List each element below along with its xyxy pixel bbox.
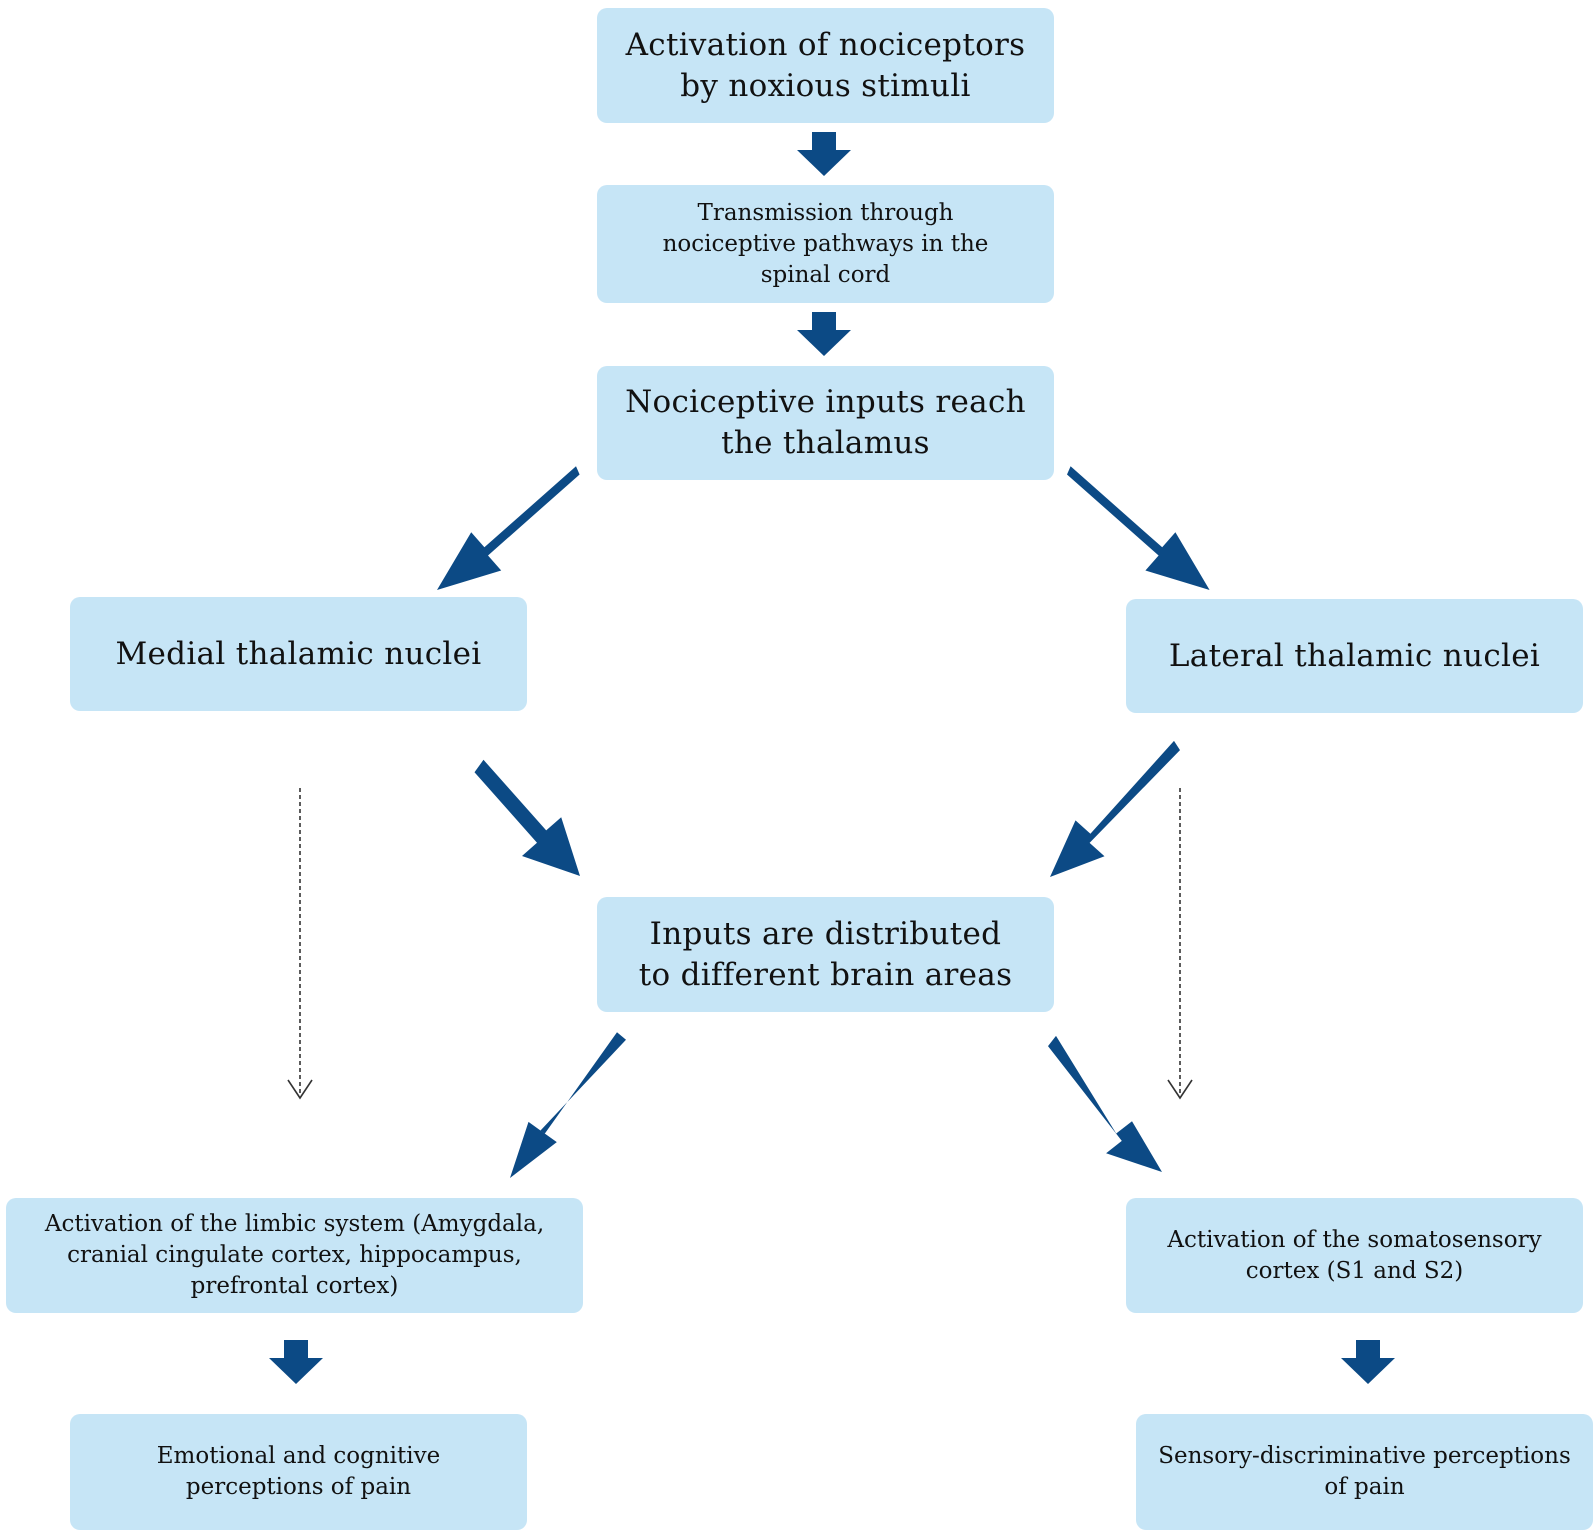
arrow-thalamus-to-medial [437, 466, 580, 590]
dashed-arrowhead-left [287, 1079, 313, 1100]
node-sensory-discriminative: Sensory-discriminative perceptions of pa… [1136, 1414, 1593, 1530]
node-spinal: Transmission through nociceptive pathway… [597, 185, 1054, 303]
node-nociceptors-label: Activation of nociceptors by noxious sti… [625, 26, 1026, 104]
node-medial-thalamic: Medial thalamic nuclei [70, 597, 527, 711]
arrow-distributed-to-limbic [510, 1032, 626, 1178]
arrow-down-1 [797, 132, 851, 176]
node-thalamus: Nociceptive inputs reach the thalamus [597, 366, 1054, 480]
arrow-medial-to-distributed [474, 759, 580, 876]
node-emotional-cognitive: Emotional and cognitive perceptions of p… [70, 1414, 527, 1530]
node-limbic-label: Activation of the limbic system (Amygdal… [44, 1211, 545, 1299]
node-emotional-cognitive-label: Emotional and cognitive perceptions of p… [156, 1443, 441, 1500]
node-limbic: Activation of the limbic system (Amygdal… [6, 1198, 583, 1313]
node-thalamus-label: Nociceptive inputs reach the thalamus [625, 384, 1026, 461]
dashed-arrowhead-right [1167, 1079, 1193, 1100]
arrow-lateral-to-distributed [1050, 740, 1180, 877]
node-distributed-label: Inputs are distributed to different brai… [638, 915, 1013, 993]
arrow-down-2 [797, 312, 851, 356]
node-spinal-label: Transmission through nociceptive pathway… [662, 199, 989, 288]
arrow-distributed-to-somatosensory [1048, 1035, 1162, 1172]
node-lateral-thalamic: Lateral thalamic nuclei [1126, 599, 1583, 713]
node-distributed: Inputs are distributed to different brai… [597, 897, 1054, 1012]
arrow-down-limbic-to-emotional [269, 1340, 323, 1384]
arrow-thalamus-to-lateral [1067, 466, 1210, 590]
node-somatosensory-label: Activation of the somatosensory cortex (… [1167, 1226, 1542, 1284]
node-medial-thalamic-label: Medial thalamic nuclei [115, 635, 482, 672]
node-nociceptors: Activation of nociceptors by noxious sti… [597, 8, 1054, 123]
node-sensory-discriminative-label: Sensory-discriminative perceptions of pa… [1158, 1443, 1571, 1500]
node-somatosensory: Activation of the somatosensory cortex (… [1126, 1198, 1583, 1313]
arrow-down-somatosensory-to-sensory [1341, 1340, 1395, 1384]
node-lateral-thalamic-label: Lateral thalamic nuclei [1168, 637, 1541, 674]
